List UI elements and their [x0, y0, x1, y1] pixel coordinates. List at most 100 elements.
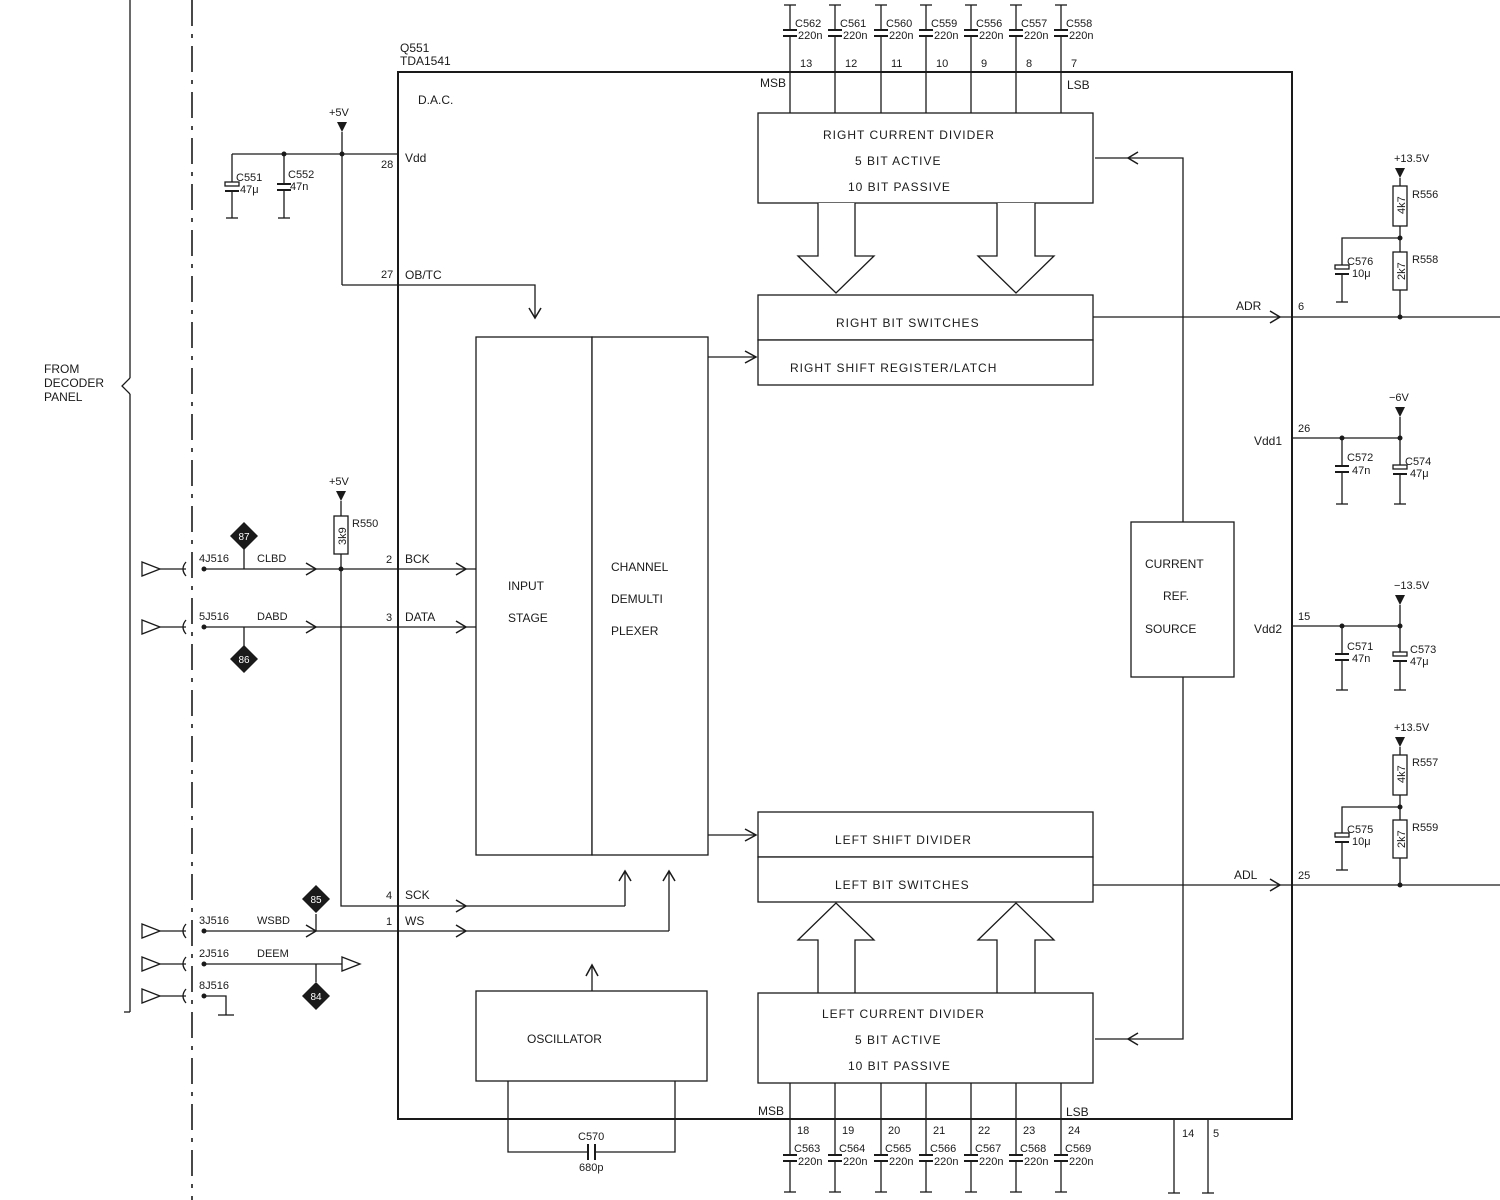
pin-4: 4 [386, 890, 392, 902]
pin-vdd2: Vdd2 [1254, 622, 1282, 636]
c573-capacitor [1392, 651, 1408, 691]
pin-26: 26 [1298, 423, 1310, 435]
c570-ref: C570 [578, 1131, 604, 1143]
ic-function: D.A.C. [418, 93, 453, 107]
cap-value: 220n [1069, 1156, 1093, 1168]
cap-pin: 21 [933, 1125, 945, 1137]
cap-pin: 7 [1071, 58, 1077, 70]
j4-ref: 4J516 [199, 553, 229, 565]
r558-ref: R558 [1412, 254, 1438, 266]
cap-value: 220n [843, 1156, 867, 1168]
dabd-net: DABD [257, 611, 288, 623]
right-bus-arrow-1 [796, 203, 876, 294]
lsb-bottom-label: LSB [1066, 1105, 1089, 1119]
svg-text:OSCILLATOR: OSCILLATOR [527, 1032, 602, 1046]
svg-text:REF.: REF. [1163, 589, 1189, 603]
svg-text:10 BIT PASSIVE: 10 BIT PASSIVE [848, 1059, 951, 1073]
svg-text:84: 84 [310, 992, 322, 1003]
pin-bck: BCK [405, 552, 430, 566]
pin-25: 25 [1298, 870, 1310, 882]
pin-27: 27 [381, 269, 393, 281]
supply-5v-top: +5V [329, 107, 350, 119]
cap-ref: C568 [1020, 1143, 1046, 1155]
r559-value: 2k7 [1396, 830, 1408, 848]
msb-bottom-label: MSB [758, 1104, 784, 1118]
cap-ref: C567 [975, 1143, 1001, 1155]
panel-brace [121, 377, 131, 395]
svg-text:RIGHT CURRENT DIVIDER: RIGHT CURRENT DIVIDER [823, 128, 995, 142]
cap-ref: C569 [1065, 1143, 1091, 1155]
ic-type: TDA1541 [400, 54, 451, 68]
cap-pin: 18 [797, 1125, 809, 1137]
r556-ref: R556 [1412, 189, 1438, 201]
wsbd-input-line [141, 869, 676, 939]
c552-value: 47n [290, 181, 308, 193]
source-label: FROM [44, 362, 79, 376]
c552-ref: C552 [288, 169, 314, 181]
c551-capacitor [224, 154, 240, 219]
c576-value: 10μ [1352, 268, 1371, 280]
svg-text:LEFT SHIFT DIVIDER: LEFT SHIFT DIVIDER [835, 833, 972, 847]
c573-value: 47μ [1410, 656, 1429, 668]
cap-value: 220n [798, 30, 822, 42]
c571-capacitor [1335, 626, 1349, 691]
cap-value: 220n [1024, 1156, 1048, 1168]
svg-text:10 BIT PASSIVE: 10 BIT PASSIVE [848, 180, 951, 194]
cap-ref: C563 [794, 1143, 820, 1155]
supply-minus-6v: −6V [1389, 392, 1410, 404]
pin-15: 15 [1298, 611, 1310, 623]
cap-ref: C558 [1066, 18, 1092, 30]
pin-data: DATA [405, 610, 435, 624]
c551-value: 47μ [240, 184, 259, 196]
pin-sck: SCK [405, 888, 430, 902]
msb-top-label: MSB [760, 76, 786, 90]
pin-6: 6 [1298, 301, 1304, 313]
cap-ref: C562 [795, 18, 821, 30]
c574-value: 47μ [1410, 468, 1429, 480]
lsb-top-label: LSB [1067, 78, 1090, 92]
channel-demultiplexer-block [591, 336, 709, 856]
j8-ref: 8J516 [199, 980, 229, 992]
svg-text:SOURCE: SOURCE [1145, 622, 1196, 636]
pin-vdd: Vdd [405, 151, 426, 165]
c573-ref: C573 [1410, 644, 1436, 656]
ic-outline [397, 71, 1293, 1120]
pin-28: 28 [381, 159, 393, 171]
r559-ref: R559 [1412, 822, 1438, 834]
right-bit-switches-block [757, 294, 1094, 341]
svg-text:CURRENT: CURRENT [1145, 557, 1204, 571]
left-current-divider-block [757, 992, 1094, 1084]
cap-pin: 11 [891, 58, 902, 70]
cap-ref: C556 [976, 18, 1002, 30]
c575-value: 10μ [1352, 836, 1371, 848]
c572-value: 47n [1352, 465, 1370, 477]
r550-ref: R550 [352, 518, 378, 530]
svg-text:DECODER: DECODER [44, 376, 104, 390]
right-bus-arrow-2 [976, 203, 1056, 294]
cap-pin: 13 [800, 58, 812, 70]
cap-pin: 8 [1026, 58, 1032, 70]
cap-ref: C557 [1021, 18, 1047, 30]
svg-text:87: 87 [238, 532, 250, 543]
cap-ref: C566 [930, 1143, 956, 1155]
c576-ref: C576 [1347, 256, 1373, 268]
cap-value: 220n [934, 1156, 958, 1168]
pin-adr: ADR [1236, 299, 1262, 313]
cap-pin: 9 [981, 58, 987, 70]
testpoint-87: 87 [230, 522, 258, 550]
svg-text:PLEXER: PLEXER [611, 624, 659, 638]
cap-ref: C564 [839, 1143, 865, 1155]
pin-2: 2 [386, 554, 392, 566]
